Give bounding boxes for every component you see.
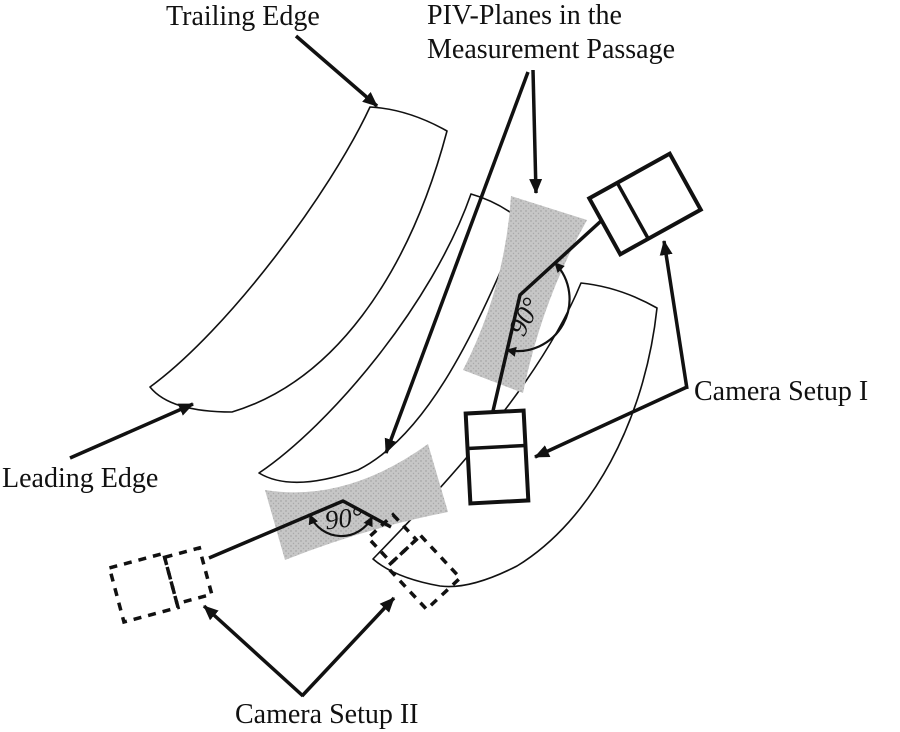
piv-plane-lower (265, 444, 448, 560)
camera-setup1-arrow-lower (534, 385, 688, 459)
camera-setup1-camera-lower (463, 408, 531, 506)
camera-lens-divider (615, 181, 650, 240)
camera-setup2-camera-left (107, 545, 214, 625)
camera-body (586, 150, 704, 258)
piv-plane-lower-arrow (384, 71, 530, 454)
camera-setup2-arrow-right (300, 596, 396, 698)
camera-body (463, 408, 531, 506)
camera-setup1-camera-upper (586, 150, 704, 258)
label-camera-setup-ii: Camera Setup II (235, 699, 419, 730)
camera-body-dashed (384, 533, 463, 612)
camera-axis-lower (208, 499, 392, 560)
angle-arc-lower (308, 514, 373, 538)
blade-left (149, 106, 448, 413)
label-piv-planes-line1: PIV-Planes in the (427, 0, 622, 31)
label-piv-planes-line2: Measurement Passage (427, 34, 675, 65)
angle-value-lower: 90° (323, 501, 364, 535)
angle-arc-upper (506, 262, 571, 357)
label-camera-setup-i: Camera Setup I (694, 376, 868, 407)
trailing-edge-arrow (294, 34, 379, 108)
camera-lens-dashed (162, 545, 214, 606)
leading-edge-arrow (69, 402, 194, 460)
camera-lens-divider (467, 443, 526, 451)
piv-plane-upper-arrow (529, 69, 543, 194)
camera-setup2-camera-right (365, 512, 463, 612)
camera-setup1-arrow-upper (659, 240, 689, 390)
camera-setup2-arrow-left (202, 604, 305, 698)
camera-body-dashed (107, 551, 181, 625)
leader-arrows (69, 34, 689, 698)
label-trailing-edge: Trailing Edge (166, 1, 320, 32)
label-leading-edge: Leading Edge (2, 463, 158, 494)
